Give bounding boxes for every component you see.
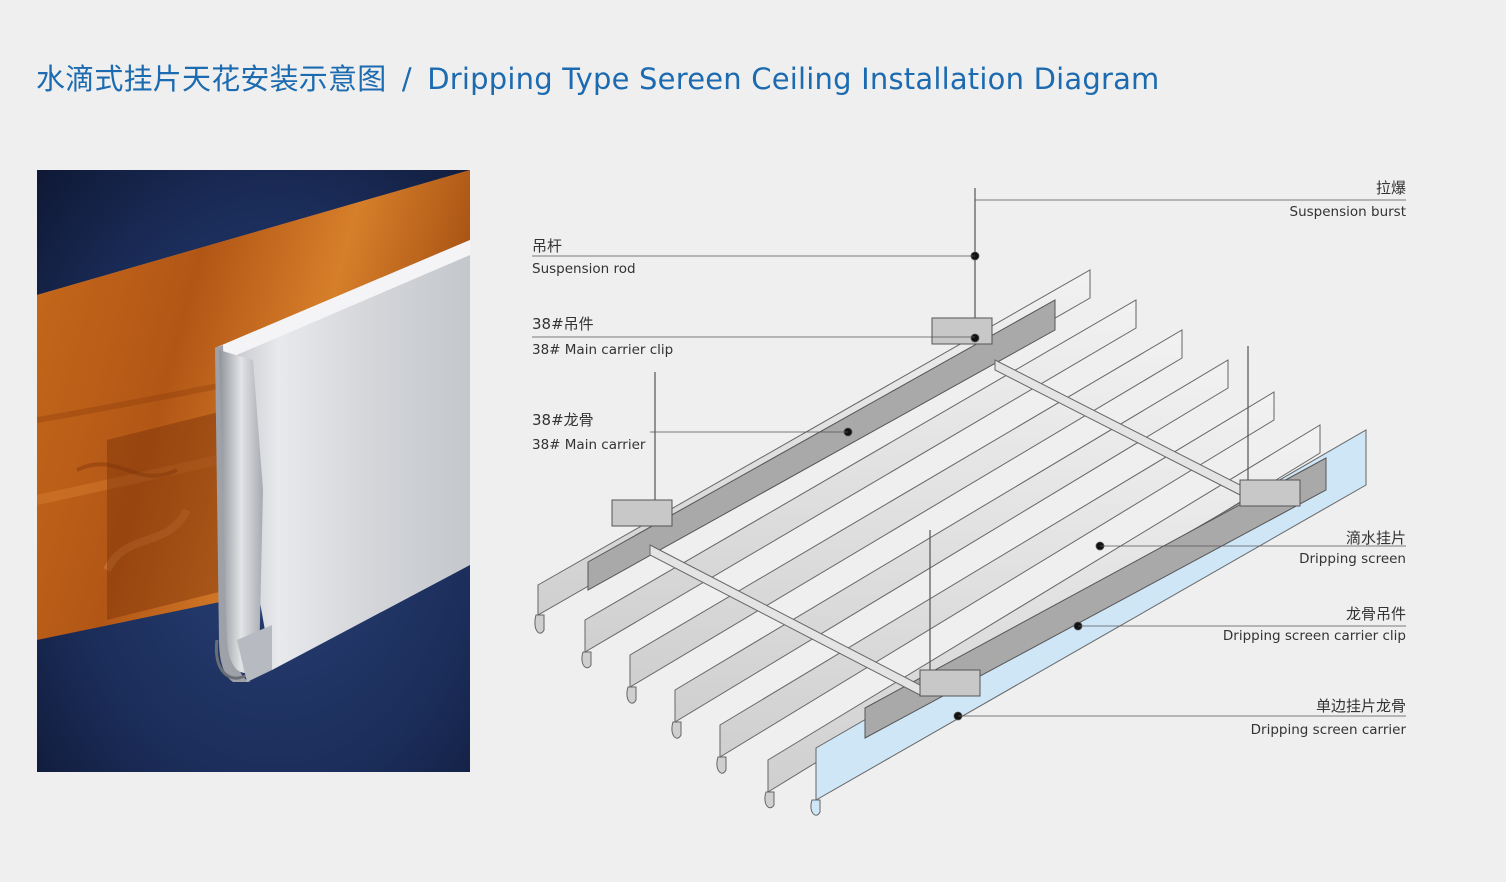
label-cn: 单边挂片龙骨 xyxy=(1316,697,1406,715)
label-suspension-rod: 吊杆 Suspension rod xyxy=(532,237,636,277)
label-cn: 滴水挂片 xyxy=(1346,529,1406,547)
label-en: 38# Main carrier clip xyxy=(532,342,673,358)
product-photo xyxy=(37,170,470,772)
main-carriers xyxy=(587,299,1327,739)
label-main-carrier: 38#龙骨 38# Main carrier xyxy=(532,411,646,453)
label-en: Dripping screen carrier clip xyxy=(1223,628,1406,644)
label-main-carrier-clip: 38#吊件 38# Main carrier clip xyxy=(532,315,673,358)
label-en: 38# Main carrier xyxy=(532,437,646,453)
label-screen-carrier: 单边挂片龙骨 Dripping screen carrier xyxy=(1251,697,1407,738)
label-en: Dripping screen xyxy=(1299,551,1406,567)
label-suspension-burst: 拉爆 Suspension burst xyxy=(1290,179,1406,220)
product-photo-illustration xyxy=(37,170,470,772)
title-separator: / xyxy=(401,62,412,96)
label-cn: 38#龙骨 xyxy=(532,411,594,429)
label-en: Suspension burst xyxy=(1290,204,1406,220)
label-en: Suspension rod xyxy=(532,261,636,277)
label-cn: 38#吊件 xyxy=(532,315,594,333)
label-cn: 拉爆 xyxy=(1376,179,1406,197)
label-cn: 吊杆 xyxy=(532,237,562,255)
title-english: Dripping Type Sereen Ceiling Installatio… xyxy=(427,62,1160,96)
page-title: 水滴式挂片天花安装示意图 / Dripping Type Sereen Ceil… xyxy=(36,56,1160,98)
label-dripping-screen: 滴水挂片 Dripping screen xyxy=(1299,529,1406,567)
hanger-clips xyxy=(611,317,1301,697)
label-en: Dripping screen carrier xyxy=(1251,722,1407,738)
title-chinese: 水滴式挂片天花安装示意图 xyxy=(36,62,387,96)
leader-lines xyxy=(532,199,1406,721)
label-cn: 龙骨吊件 xyxy=(1346,605,1406,623)
installation-diagram: 拉爆 Suspension burst 吊杆 Suspension rod 38… xyxy=(532,179,1407,816)
label-carrier-clip: 龙骨吊件 Dripping screen carrier clip xyxy=(1223,605,1406,644)
